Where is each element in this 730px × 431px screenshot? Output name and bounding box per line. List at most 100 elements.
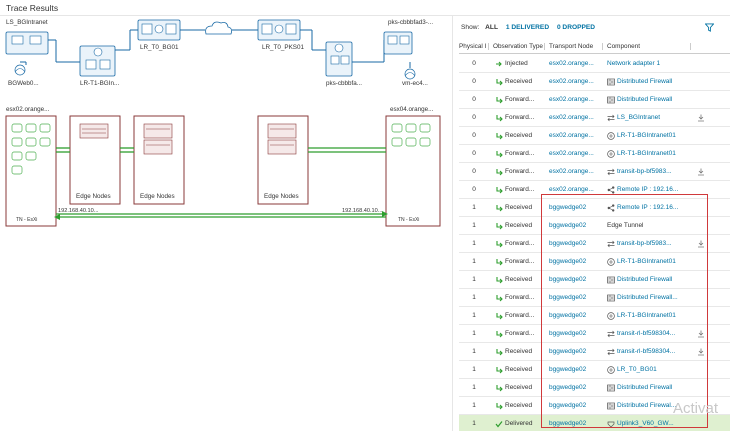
column-physical-hop[interactable]: Physical I bbox=[459, 43, 489, 50]
cell-component[interactable]: transit-rl-bf598304... bbox=[617, 348, 676, 355]
download-icon[interactable] bbox=[697, 240, 705, 248]
cell-component[interactable]: Uplink3_V60_GW... bbox=[617, 420, 674, 427]
cell-component[interactable]: Distributed Firewal... bbox=[617, 402, 677, 409]
cell-transport-node[interactable]: bggwedge02 bbox=[549, 276, 587, 283]
logical-switch-icon[interactable] bbox=[5, 31, 49, 55]
cell-transport-node[interactable]: esx02.orange... bbox=[549, 168, 594, 175]
tier0-router-pks-icon[interactable] bbox=[257, 19, 301, 41]
label-lr-t1: LR-T1-BGIn... bbox=[80, 80, 120, 87]
cell-component[interactable]: LR_T0_BG01 bbox=[617, 366, 657, 373]
column-transport-node[interactable]: Transport Node bbox=[549, 43, 603, 50]
cell-transport-node[interactable]: esx02.orange... bbox=[549, 96, 594, 103]
cell-component[interactable]: transit-rl-bf598304... bbox=[617, 330, 676, 337]
cell-transport-node[interactable]: bggwedge02 bbox=[549, 204, 587, 211]
received-icon bbox=[496, 349, 503, 356]
vm-icon[interactable] bbox=[404, 68, 416, 80]
column-observation-type[interactable]: Observation Type bbox=[493, 43, 545, 50]
cell-transport-node[interactable]: esx02.orange... bbox=[549, 60, 594, 67]
cell-component[interactable]: Remote IP : 192.16... bbox=[617, 204, 679, 211]
cell-component[interactable]: LR-T1-BGIntranet01 bbox=[617, 132, 676, 139]
cell-transport-node[interactable]: bggwedge02 bbox=[549, 366, 587, 373]
cell-transport-node[interactable]: bggwedge02 bbox=[549, 330, 587, 337]
filter-delivered[interactable]: 1 DELIVERED bbox=[505, 24, 550, 31]
cell-transport-node[interactable]: bggwedge02 bbox=[549, 294, 587, 301]
cell-transport-node[interactable]: esx02.orange... bbox=[549, 132, 594, 139]
switch-icon bbox=[607, 168, 615, 176]
cell-physical-hop: 0 bbox=[472, 168, 476, 175]
tier1-router-icon[interactable] bbox=[79, 45, 116, 77]
pks-router-icon[interactable] bbox=[325, 41, 353, 77]
received-icon bbox=[496, 385, 503, 392]
download-icon[interactable] bbox=[697, 168, 705, 176]
cell-transport-node[interactable]: esx02.orange... bbox=[549, 150, 594, 157]
topology-diagram: LS_BGIntranet BGWeb0... LR-T1-BGIn... LR… bbox=[0, 16, 452, 431]
label-pks-mid: pks-cbbbfa... bbox=[326, 80, 363, 87]
cell-observation-type: Forward... bbox=[505, 240, 535, 247]
cell-component[interactable]: Network adapter 1 bbox=[607, 60, 661, 67]
cell-component[interactable]: Distributed Firewall bbox=[617, 276, 673, 283]
cell-transport-node[interactable]: esx02.orange... bbox=[549, 114, 594, 121]
cell-transport-node[interactable]: bggwedge02 bbox=[549, 240, 587, 247]
column-component[interactable]: Component bbox=[607, 43, 691, 50]
switch-icon bbox=[607, 114, 615, 122]
cell-component[interactable]: Distributed Firewall bbox=[617, 96, 673, 103]
edge-node-3[interactable] bbox=[257, 115, 309, 205]
cell-physical-hop: 0 bbox=[472, 150, 476, 157]
cell-component[interactable]: Remote IP : 192.16... bbox=[617, 186, 679, 193]
cell-transport-node[interactable]: esx02.orange... bbox=[549, 186, 594, 193]
cell-component[interactable]: transit-bp-bf5983... bbox=[617, 168, 672, 175]
cell-transport-node[interactable]: bggwedge02 bbox=[549, 312, 587, 319]
cell-transport-node[interactable]: esx02.orange... bbox=[549, 78, 594, 85]
filter-all[interactable]: ALL bbox=[485, 24, 498, 31]
cell-component[interactable]: transit-bp-bf5983... bbox=[617, 240, 672, 247]
transport-node-esx04[interactable] bbox=[385, 115, 441, 227]
cell-component[interactable]: LS_BGIntranet bbox=[617, 114, 660, 121]
cell-observation-type: Received bbox=[505, 402, 533, 409]
cell-component[interactable]: Distributed Firewall... bbox=[617, 294, 678, 301]
transport-node-esx02[interactable] bbox=[5, 115, 57, 227]
download-icon[interactable] bbox=[697, 114, 705, 122]
download-icon[interactable] bbox=[697, 330, 705, 338]
edge-node-1[interactable] bbox=[69, 115, 121, 205]
cell-transport-node[interactable]: bggwedge02 bbox=[549, 420, 587, 427]
received-icon bbox=[496, 223, 503, 230]
cell-component[interactable]: LR-T1-BGIntranet01 bbox=[617, 312, 676, 319]
tier0-router-bg-icon[interactable] bbox=[137, 19, 181, 41]
vm-icon[interactable] bbox=[14, 64, 26, 76]
pks-switch-icon[interactable] bbox=[383, 31, 413, 55]
filter-dropped[interactable]: 0 DROPPED bbox=[556, 24, 596, 31]
cell-component[interactable]: Distributed Firewall bbox=[617, 384, 673, 391]
cell-component[interactable]: LR-T1-BGIntranet01 bbox=[617, 258, 676, 265]
cell-transport-node[interactable]: bggwedge02 bbox=[549, 402, 587, 409]
edge-node-2[interactable] bbox=[133, 115, 185, 205]
forwarded-icon bbox=[496, 115, 503, 122]
filter-icon[interactable] bbox=[705, 23, 714, 32]
cell-transport-node[interactable]: bggwedge02 bbox=[549, 258, 587, 265]
cell-transport-node[interactable]: bggwedge02 bbox=[549, 384, 587, 391]
cell-transport-node[interactable]: bggwedge02 bbox=[549, 348, 587, 355]
cell-transport-node[interactable]: bggwedge02 bbox=[549, 222, 587, 229]
cell-component[interactable]: LR-T1-BGIntranet01 bbox=[617, 150, 676, 157]
download-icon[interactable] bbox=[697, 348, 705, 356]
cell-component[interactable]: Distributed Firewall bbox=[617, 78, 673, 85]
